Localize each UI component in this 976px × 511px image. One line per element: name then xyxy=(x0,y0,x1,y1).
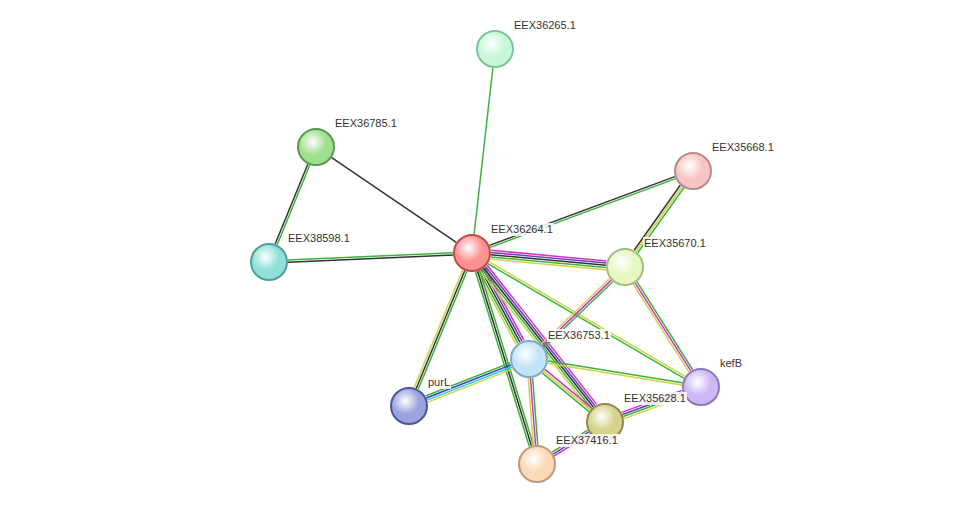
evidence-line xyxy=(528,378,533,445)
node-circle xyxy=(297,128,335,166)
node-label: EEX36785.1 xyxy=(334,117,398,130)
evidence-line xyxy=(545,369,592,408)
evidence-line xyxy=(425,363,510,396)
node-circle xyxy=(390,387,428,425)
evidence-line xyxy=(288,255,453,262)
evidence-line xyxy=(633,284,689,372)
node-circle xyxy=(682,368,720,406)
node-label: purL xyxy=(427,376,451,389)
node-circle xyxy=(606,248,644,286)
evidence-line xyxy=(491,257,606,268)
protein-node: EEX36753.1 xyxy=(510,340,548,378)
evidence-line xyxy=(428,369,513,402)
protein-node: kefB xyxy=(682,368,720,406)
protein-node: EEX36265.1 xyxy=(476,30,514,68)
node-label: EEX37416.1 xyxy=(555,434,619,447)
interaction-edge xyxy=(541,279,613,348)
evidence-line xyxy=(414,270,463,388)
node-circle xyxy=(674,152,712,190)
node-label: EEX35668.1 xyxy=(711,141,775,154)
interaction-edge xyxy=(288,253,453,263)
node-label: kefB xyxy=(719,357,743,370)
node-label: EEX36753.1 xyxy=(547,329,611,342)
interaction-edge xyxy=(528,378,538,445)
evidence-line xyxy=(637,282,693,370)
interaction-edge xyxy=(633,282,692,372)
interaction-edge xyxy=(548,361,683,385)
node-label: EEX35670.1 xyxy=(643,237,707,250)
evidence-line xyxy=(544,371,591,410)
evidence-line xyxy=(427,367,512,400)
evidence-line xyxy=(544,282,613,348)
protein-node: EEX38598.1 xyxy=(250,243,288,281)
evidence-line xyxy=(418,271,467,389)
interaction-edge xyxy=(474,68,493,234)
evidence-line xyxy=(426,365,511,398)
evidence-line xyxy=(488,264,684,379)
interaction-edge xyxy=(542,369,592,411)
node-circle xyxy=(476,30,514,68)
node-circle xyxy=(250,243,288,281)
interaction-edge xyxy=(332,158,457,243)
protein-node: EEX36264.1 xyxy=(453,234,491,272)
protein-node: EEX35670.1 xyxy=(606,248,644,286)
protein-node: purL xyxy=(390,387,428,425)
evidence-line xyxy=(491,259,606,270)
protein-node: EEX37416.1 xyxy=(518,445,556,483)
interaction-edge xyxy=(491,250,607,269)
interaction-edge xyxy=(414,270,467,390)
interaction-edge xyxy=(425,363,512,402)
node-circle xyxy=(510,340,548,378)
evidence-line xyxy=(474,68,493,234)
protein-node: EEX35668.1 xyxy=(674,152,712,190)
node-circle xyxy=(453,234,491,272)
protein-node: EEX36785.1 xyxy=(297,128,335,166)
evidence-line xyxy=(542,373,589,412)
evidence-line xyxy=(416,271,465,389)
evidence-line xyxy=(635,283,691,371)
node-label: EEX36265.1 xyxy=(513,19,577,32)
evidence-line xyxy=(332,158,457,243)
node-label: EEX35628.1 xyxy=(623,392,687,405)
evidence-line xyxy=(548,361,682,383)
evidence-line xyxy=(543,280,612,346)
evidence-line xyxy=(548,363,682,385)
node-label: EEX36264.1 xyxy=(490,223,554,236)
node-label: EEX38598.1 xyxy=(287,232,351,245)
node-circle xyxy=(518,445,556,483)
